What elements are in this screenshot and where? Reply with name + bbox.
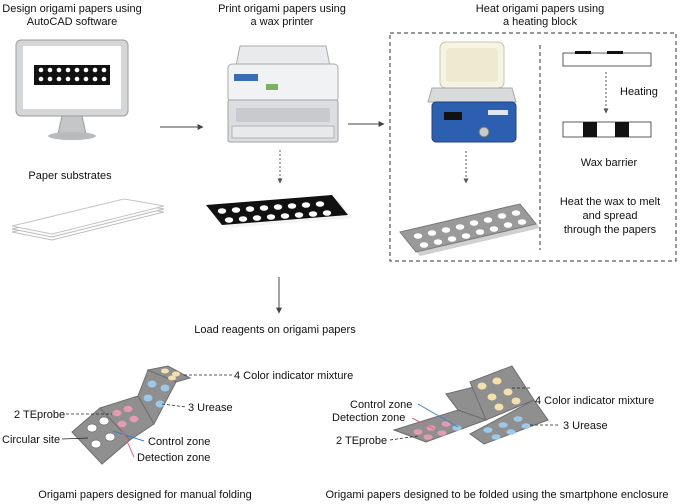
enclosure-detection-zone-label: Detection zone [332,412,405,424]
heated-wax-paper [399,203,540,256]
heat-title-line1: Heat origami papers using [476,3,604,15]
heat-note-line2: and spread [582,210,637,222]
paper-substrate-stack [11,198,165,241]
wax-section-before [562,51,652,67]
manual-teprobe-label: 2 TEprobe [14,409,65,421]
manual-color-indicator-label: 4 Color indicator mixture [234,370,353,382]
heating-block-icon [427,41,517,143]
leader-enclosure-detection [411,417,435,430]
leader-enclosure-control [417,403,459,428]
wax-section-after [562,121,652,138]
manual-caption: Origami papers designed for manual foldi… [38,489,251,501]
enclosure-teprobe-label: 2 TEprobe [336,435,387,447]
manual-control-zone-label: Control zone [148,436,210,448]
leader-manual-urease [161,403,187,408]
manual-circular-site-label: Circular site [2,434,60,446]
leader-manual-detection [121,429,135,458]
leader-manual-circular [61,437,89,440]
printed-wax-paper [206,195,352,228]
manual-urease-label: 3 Urease [188,402,233,414]
manual-detection-zone-label: Detection zone [137,452,210,464]
heat-note-line1: Heat the wax to melt [560,196,660,208]
paper-substrates-label: Paper substrates [28,170,112,182]
load-reagents-label: Load reagents on origami papers [194,324,356,336]
design-title-line1: Design origami papers using [2,3,141,15]
printer-icon [227,45,339,143]
heat-process-box [389,32,677,262]
enclosure-origami-paper [392,365,549,445]
design-title-line2: AutoCAD software [27,16,117,28]
heat-title-line2: a heating block [503,16,577,28]
print-title-line2: a wax printer [251,16,314,28]
enclosure-control-zone-label: Control zone [350,399,412,411]
monitor-icon [15,39,129,140]
manual-origami-paper [71,365,192,465]
heat-note-line3: through the papers [564,224,657,236]
enclosure-color-indicator-label: 4 Color indicator mixture [535,395,654,407]
leader-manual-control [112,430,145,442]
wax-barrier-label: Wax barrier [581,157,638,169]
print-title-line1: Print origami papers using [218,3,346,15]
enclosure-urease-label: 3 Urease [563,420,608,432]
enclosure-caption: Origami papers designed to be folded usi… [325,489,668,501]
heating-label: Heating [620,86,658,98]
